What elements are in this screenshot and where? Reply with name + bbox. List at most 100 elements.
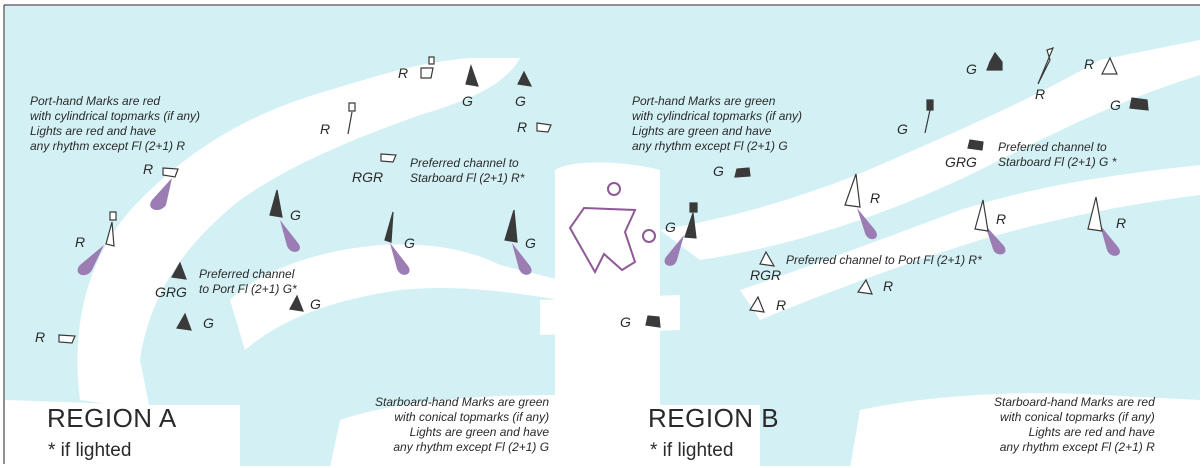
channel-a-lower <box>230 244 560 350</box>
cone-beacon <box>1037 47 1055 85</box>
mark-label-g: G <box>290 207 301 223</box>
cone-buoy <box>856 278 873 295</box>
region-a-label-land <box>5 400 240 468</box>
note-line: Lights are red and have <box>30 124 157 138</box>
cone-buoy <box>1101 56 1118 75</box>
mark-label-g: G <box>310 296 321 312</box>
region-b-note-land <box>850 393 1200 468</box>
can-topmark <box>926 99 934 111</box>
cone-buoy <box>176 312 192 331</box>
note-line: Port-hand Marks are red <box>30 94 161 108</box>
note-line: any rhythm except Fl (2+1) G <box>393 440 550 454</box>
can-topmark <box>348 102 356 112</box>
cone-buoy <box>517 70 533 87</box>
beam <box>1100 225 1120 256</box>
mark-label-r: R <box>1035 86 1046 102</box>
note-line: any rhythm except Fl (2+1) R <box>999 440 1155 454</box>
note-line: Lights are green and have <box>409 425 550 439</box>
mark-label-rgr: RGR <box>750 267 782 283</box>
cone-beacon <box>384 211 394 243</box>
mark-label-r: R <box>320 121 331 137</box>
region-b-preferred-starboard: Preferred channel to Starboard Fl (2+1) … <box>998 140 1116 170</box>
mark-label-r: R <box>35 329 46 345</box>
beam <box>857 208 877 240</box>
note-line: with conical topmarks (if any) <box>1000 410 1155 424</box>
can-buoy <box>645 315 661 328</box>
note-line: Preferred channel <box>199 267 295 281</box>
mark-label-r: R <box>143 161 154 177</box>
mark-label-r: R <box>398 65 409 81</box>
center-strip <box>540 295 680 335</box>
mark-label-r: R <box>996 211 1007 227</box>
cone-buoy <box>289 294 304 312</box>
region-a-title: REGION A <box>47 403 177 433</box>
region-a-preferred-port: Preferred channel to Port Fl (2+1) G* <box>199 267 297 297</box>
can-buoy <box>986 51 1003 71</box>
lighthouse <box>105 221 115 247</box>
arrow-circle <box>607 182 621 196</box>
note-line: with cylindrical topmarks (if any) <box>632 109 803 123</box>
channel-a-upper <box>77 58 520 410</box>
cone-beacon <box>1087 196 1103 232</box>
channel-b-upper <box>660 40 1200 260</box>
can-topmark <box>109 211 117 221</box>
note-line: Port-hand Marks are green <box>632 94 776 108</box>
beam <box>150 178 172 211</box>
mark-label-g: G <box>620 314 631 330</box>
region-a-starboard-note: Starboard-hand Marks are green with coni… <box>375 395 549 455</box>
note-line: Preferred channel to <box>998 140 1107 154</box>
mark-label-r: R <box>776 297 787 313</box>
note-line: Starboard Fl (2+1) G * <box>998 155 1117 169</box>
cone-beacon <box>465 63 479 87</box>
region-b-port-note: Port-hand Marks are green with cylindric… <box>632 94 802 154</box>
cone-beacon <box>844 173 861 208</box>
mark-label-g: G <box>897 121 908 137</box>
mark-label-g: G <box>515 93 526 109</box>
arrow-shape <box>568 206 637 275</box>
can-buoy <box>734 167 751 178</box>
note-line: Starboard-hand Marks are red <box>994 395 1155 409</box>
mark-label-grg: GRG <box>155 284 187 300</box>
can-beacon <box>684 212 697 239</box>
mark-label-r: R <box>883 278 894 294</box>
can-buoy <box>967 139 984 151</box>
mark-label-r: R <box>517 119 528 135</box>
beam <box>985 225 1006 255</box>
cone-buoy <box>749 295 765 313</box>
note-line: with conical topmarks (if any) <box>394 410 550 424</box>
region-b-title: REGION B <box>648 403 780 433</box>
region-a-footnote: * if lighted <box>48 440 132 461</box>
beacon-pole <box>924 109 931 134</box>
can-buoy <box>58 67 552 344</box>
region-b-starboard-note: Starboard-hand Marks are red with conica… <box>994 395 1155 455</box>
mark-label-g: G <box>203 315 214 331</box>
mark-label-r: R <box>870 190 881 206</box>
mark-label-grg: GRG <box>945 154 977 170</box>
mark-label-g: G <box>966 61 977 77</box>
note-line: with cylindrical topmarks (if any) <box>30 109 201 123</box>
channels <box>5 40 1200 468</box>
beam <box>390 243 410 275</box>
cone-beacon <box>504 209 518 243</box>
mark-label-g: G <box>525 235 536 251</box>
cone-buoy <box>759 250 776 267</box>
cone-beacon <box>269 189 283 218</box>
cone-beacon <box>974 199 989 232</box>
mark-label-rgr: RGR <box>352 169 384 185</box>
mark-label-g: G <box>665 219 676 235</box>
note-line: any rhythm except Fl (2+1) R <box>30 139 186 153</box>
mark-label-g: G <box>462 93 473 109</box>
direction-of-buoyage-arrow <box>568 182 656 275</box>
note-line: any rhythm except Fl (2+1) G <box>632 139 788 153</box>
region-b-label-land <box>640 405 760 468</box>
note-line: Starboard Fl (2+1) R* <box>410 171 525 185</box>
mark-label-r: R <box>1116 215 1127 231</box>
mark-label-g: G <box>713 163 724 179</box>
region-a-note-land <box>330 395 560 468</box>
note-line: to Port Fl (2+1) G* <box>199 282 297 296</box>
region-a-port-note: Port-hand Marks are red with cylindrical… <box>30 94 200 154</box>
channel-b-lower <box>740 165 1200 320</box>
mark-label-g: G <box>404 235 415 251</box>
beam <box>77 245 104 276</box>
